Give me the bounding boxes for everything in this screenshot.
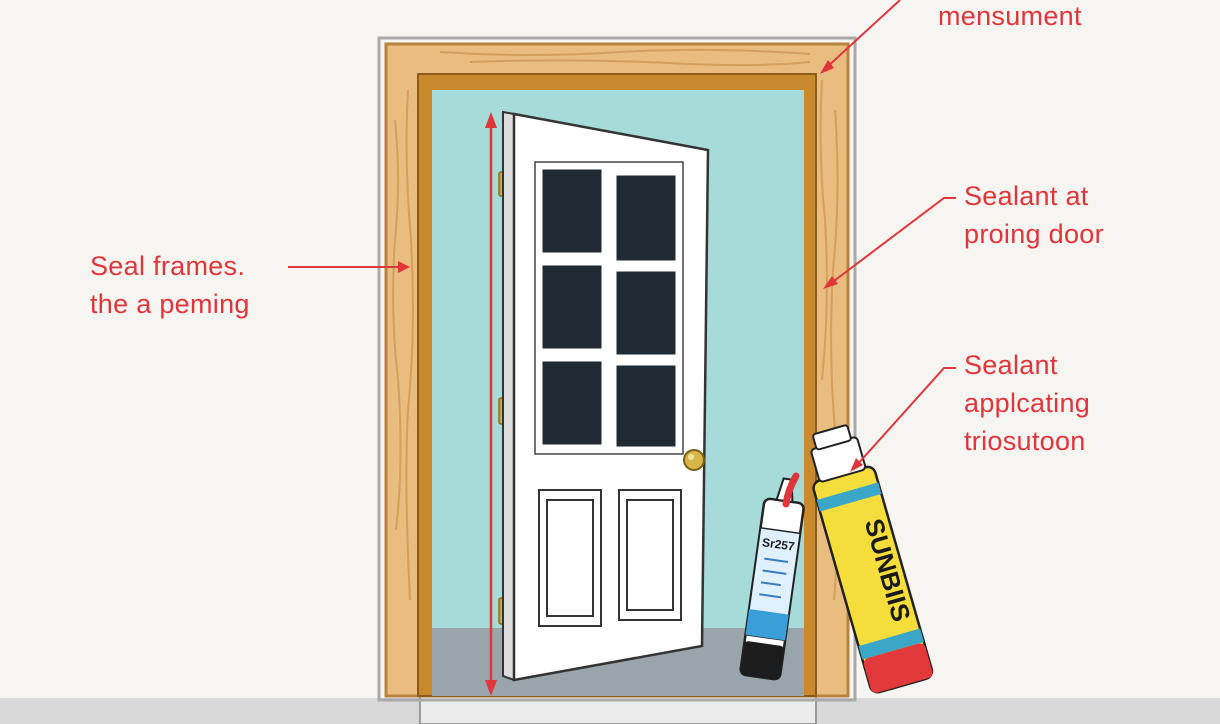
annotation-measurement: mensument [938,0,1082,35]
annotation-line: mensument [938,1,1082,31]
small-tube-label: Sr257 [761,535,796,553]
annotation-line: Sealant at [964,181,1089,211]
annotation-line: applcating [964,388,1091,418]
annotation-sealant-door: Sealant at proing door [964,177,1104,253]
small-sealant-tube: Sr257 [739,477,805,681]
door-knob [683,449,705,471]
annotation-arrows [288,0,956,472]
annotation-line: proing door [964,219,1104,249]
lower-panels [538,489,682,627]
sealant-bead [782,472,800,508]
wall-casing-outline [377,36,857,702]
glass-panes [539,166,679,450]
door [502,110,710,682]
annotation-line: the a peming [90,289,250,319]
annotation-sealant-applying: Sealant applcating triosutoon [964,346,1090,460]
annotation-seal-frames: Seal frames. the a peming [90,247,250,323]
annotation-line: Seal frames. [90,251,246,281]
annotation-line: Sealant [964,350,1058,380]
annotation-line: triosutoon [964,426,1086,456]
height-measurement-line [485,112,497,696]
